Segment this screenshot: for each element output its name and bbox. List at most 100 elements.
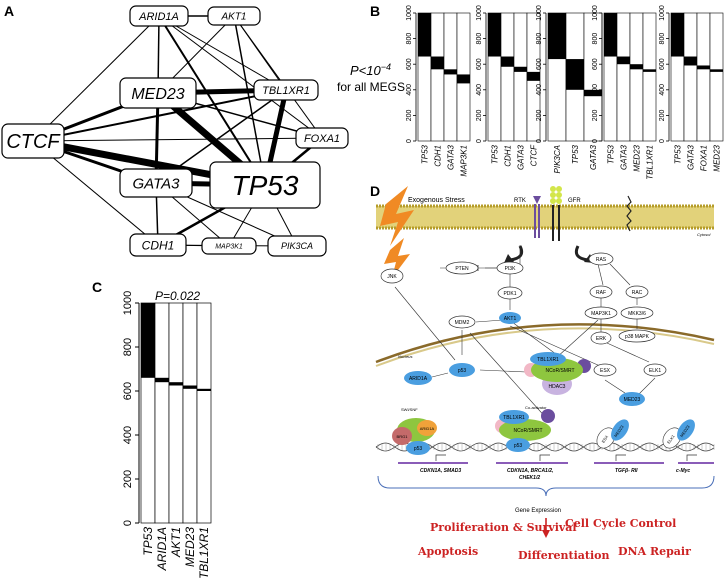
network-node-pik3ca: PIK3CA xyxy=(267,235,327,257)
target-gene-bars xyxy=(398,454,714,464)
y-tick-label: 200 xyxy=(592,109,599,121)
esx-node: ESX xyxy=(593,363,617,377)
x-tick-label: GATA3 xyxy=(620,144,629,170)
svg-text:PTEN: PTEN xyxy=(455,266,469,272)
network-node-tbl1xr1: TBL1XR1 xyxy=(253,79,319,101)
map3k1-node: MAP3K1 xyxy=(584,306,618,320)
bar-med23 xyxy=(709,12,724,142)
esx-med23-complex: ESX MED23 xyxy=(596,419,629,449)
network-node-label: TP53 xyxy=(232,170,299,201)
network-node-label: MAP3K1 xyxy=(215,244,243,251)
rtk-receptor-icon xyxy=(533,196,541,238)
signaling-arrows xyxy=(394,245,656,421)
pi3k-node: PI3K xyxy=(496,261,524,275)
x-tick-label: TBL1XR1 xyxy=(646,145,655,180)
ras-node: RAS xyxy=(588,252,614,266)
outcome-labels: Proliferation & Survival Cell Cycle Cont… xyxy=(417,517,691,562)
gene-label-3: TGFβ- RII xyxy=(615,468,638,474)
network-edge xyxy=(158,15,323,139)
y-tick-label: 600 xyxy=(476,58,483,70)
network-node-map3k1: MAP3K1 xyxy=(201,237,257,255)
x-tick-label: CDH1 xyxy=(434,145,443,167)
bar-fill xyxy=(697,65,710,70)
arid1a-node: ARID1A xyxy=(404,371,432,385)
svg-text:NCoR/SMRT: NCoR/SMRT xyxy=(513,428,542,434)
network-edge xyxy=(155,89,287,184)
bar-fill xyxy=(431,56,444,70)
x-tick-label: AKT1 xyxy=(169,527,183,558)
y-tick-label: 800 xyxy=(122,338,134,356)
y-tick-label: 400 xyxy=(476,84,483,96)
bar-fill xyxy=(630,64,643,70)
panel-c-pvalue: P=0.022 xyxy=(155,289,200,303)
bar-fill xyxy=(444,69,457,75)
bar-gata3 xyxy=(513,12,528,142)
y-tick-label: 600 xyxy=(536,58,543,70)
bar-fill xyxy=(155,377,169,383)
y-tick-label: 0 xyxy=(536,139,543,143)
ncor-complex: TBL1XR1 NCoR/SMRT HDAC3 xyxy=(524,352,591,395)
network-node-label: AKT1 xyxy=(220,12,246,23)
curved-arrow-icon xyxy=(574,245,589,262)
network-edge xyxy=(158,15,266,186)
network-node-med23: MED23 xyxy=(119,77,197,109)
svg-text:ERK: ERK xyxy=(596,336,607,342)
y-tick-label: 0 xyxy=(122,520,134,526)
gfr-label: GFR xyxy=(568,198,581,204)
y-tick-label: 0 xyxy=(592,139,599,143)
y-tick-label: 400 xyxy=(592,84,599,96)
y-tick-label: 0 xyxy=(659,139,666,143)
bar-akt1 xyxy=(168,302,184,524)
network-node-label: TBL1XR1 xyxy=(262,85,310,97)
y-tick-label: 1000 xyxy=(406,5,413,21)
bar-fill xyxy=(418,13,431,57)
y-tick-label: 800 xyxy=(476,33,483,45)
med23-node: MED23 xyxy=(619,392,645,406)
bar-foxa1 xyxy=(696,12,711,142)
x-tick-label: MED23 xyxy=(183,527,197,567)
bar-fill xyxy=(584,89,602,97)
svg-text:NCoR/SMRT: NCoR/SMRT xyxy=(545,368,574,374)
y-tick-label: 1000 xyxy=(476,5,483,21)
bar-fill xyxy=(671,13,684,57)
y-tick-label: 0 xyxy=(406,139,413,143)
y-tick-label: 600 xyxy=(659,58,666,70)
x-tick-label: GATA3 xyxy=(517,144,526,170)
bar-fill xyxy=(548,13,566,60)
network-node-gata3: GATA3 xyxy=(119,168,193,198)
y-tick-label: 800 xyxy=(406,33,413,45)
stress-lightning-icon xyxy=(384,238,410,278)
y-tick-label: 1000 xyxy=(659,5,666,21)
bar-fill xyxy=(501,56,514,67)
bar-cdh1 xyxy=(500,12,515,142)
panel-a-letter: A xyxy=(4,3,14,19)
bar-fill xyxy=(617,56,630,65)
network-edge xyxy=(32,137,323,142)
bar-fill xyxy=(488,13,501,57)
bar-fill xyxy=(710,69,723,72)
bar-gata3 xyxy=(616,12,631,142)
bar-fill xyxy=(684,56,697,66)
x-tick-label: CTCF xyxy=(530,144,539,166)
x-tick-label: TP53 xyxy=(607,144,616,164)
svg-text:ELK1: ELK1 xyxy=(666,433,676,445)
stress-lightning-icon xyxy=(380,186,414,246)
y-tick-label: 0 xyxy=(476,139,483,143)
gene-expression-brace xyxy=(377,475,715,497)
gene-expression-label: Gene Expression xyxy=(515,508,561,514)
pten-node: PTEN xyxy=(445,261,479,275)
panel-d-letter: D xyxy=(370,183,380,199)
svg-text:PI3K: PI3K xyxy=(505,266,517,272)
bar-fill xyxy=(527,71,540,81)
y-tick-label: 200 xyxy=(406,109,413,121)
panel-b-letter: B xyxy=(370,3,380,19)
swisnf-label: SWI/SNF xyxy=(401,407,418,412)
nuclear-envelope xyxy=(375,323,715,364)
stress-label: Exogenous Stress xyxy=(408,197,465,204)
bar-fill xyxy=(566,59,584,90)
network-node-tp53: TP53 xyxy=(209,161,321,209)
bar-tbl1xr1 xyxy=(642,12,657,142)
x-tick-label: GATA3 xyxy=(687,144,696,170)
